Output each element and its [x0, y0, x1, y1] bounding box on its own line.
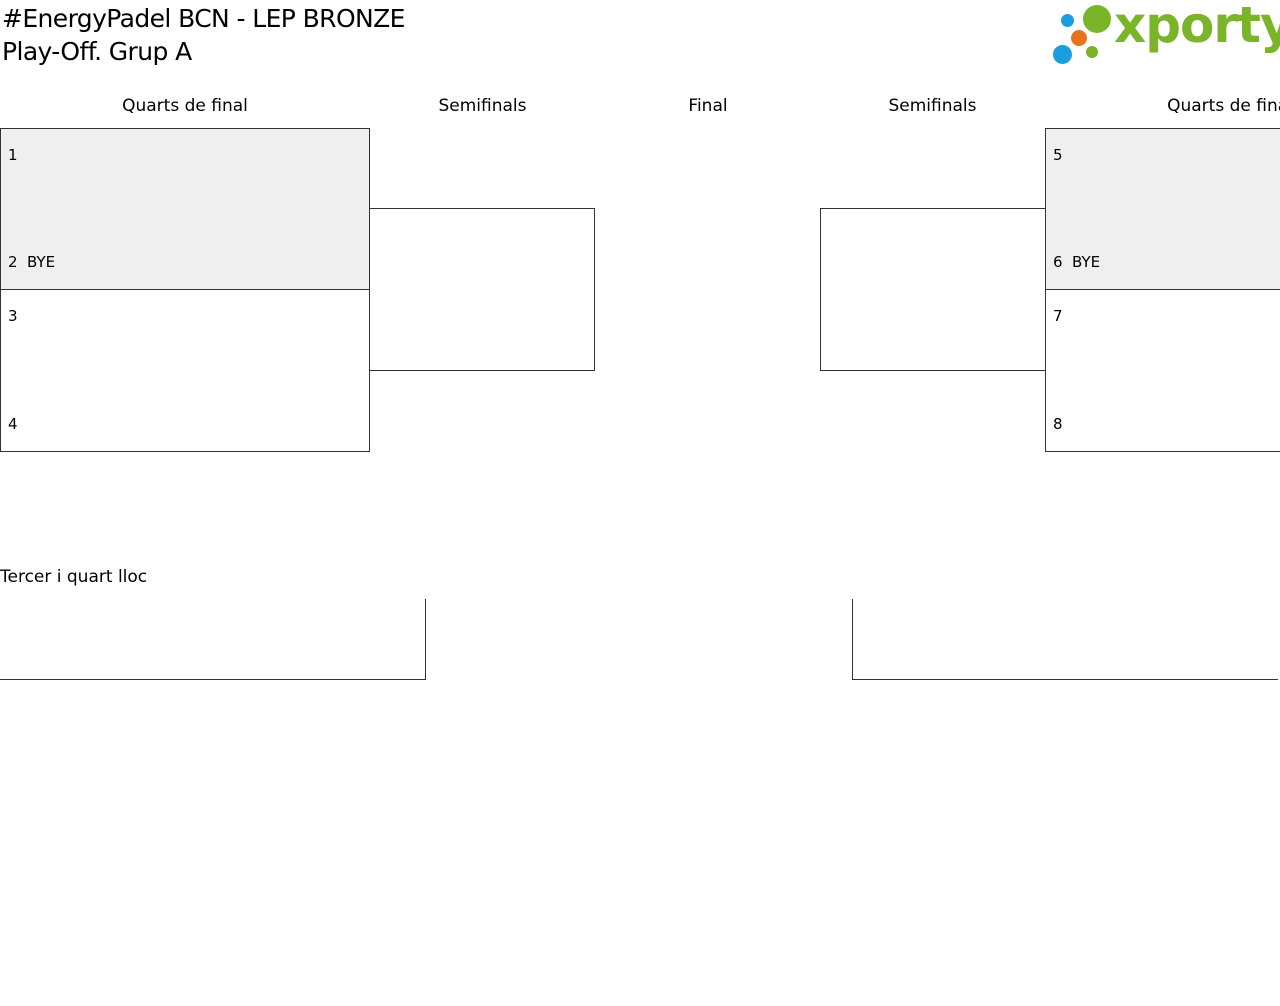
logo-dot-blue-small [1061, 14, 1074, 27]
team-slot-1: 1 [8, 146, 27, 164]
logo-dot-green-large [1083, 5, 1111, 33]
column-header-semis-left: Semifinals [438, 96, 527, 116]
column-header-quarters-left: Quarts de final [122, 96, 248, 116]
third-place-line-left-bottom [0, 679, 426, 680]
column-header-semis-right: Semifinals [888, 96, 977, 116]
seed-number: 7 [1053, 307, 1063, 325]
semifinal-match-right [820, 208, 1046, 371]
seed-number: 4 [8, 415, 18, 433]
group-title: Play-Off. Grup A [2, 37, 192, 66]
seed-number: 5 [1053, 146, 1063, 164]
team-slot-8: 8 [1053, 415, 1072, 433]
quarterfinal-match-1: 1 2 BYE [0, 128, 370, 290]
third-place-line-left-vertical [425, 599, 426, 680]
logo-dot-blue-large [1053, 45, 1072, 64]
logo-text: xporty [1114, 0, 1280, 54]
quarterfinal-match-4: 7 8 [1045, 289, 1280, 452]
column-header-final: Final [688, 96, 728, 116]
quarterfinal-match-3: 5 6 BYE [1045, 128, 1280, 290]
team-name: BYE [27, 253, 56, 271]
quarterfinal-match-2: 3 4 [0, 289, 370, 452]
xporty-logo: xporty [1050, 0, 1280, 66]
seed-number: 3 [8, 307, 18, 325]
semifinal-match-left [369, 208, 595, 371]
page-title: #EnergyPadel BCN - LEP BRONZE Play-Off. … [2, 2, 405, 68]
tournament-title: #EnergyPadel BCN - LEP BRONZE [2, 4, 405, 33]
team-slot-5: 5 [1053, 146, 1072, 164]
third-place-line-right-bottom [852, 679, 1278, 680]
seed-number: 8 [1053, 415, 1063, 433]
team-slot-6: 6 BYE [1053, 253, 1100, 271]
third-place-line-right-vertical [852, 599, 853, 680]
team-slot-4: 4 [8, 415, 27, 433]
seed-number: 1 [8, 146, 18, 164]
seed-number: 6 [1053, 253, 1063, 271]
team-slot-2: 2 BYE [8, 253, 55, 271]
logo-dot-green-small [1086, 46, 1098, 58]
team-slot-3: 3 [8, 307, 27, 325]
seed-number: 2 [8, 253, 18, 271]
column-header-quarters-right: Quarts de final [1167, 96, 1280, 116]
logo-dot-orange [1071, 30, 1087, 46]
team-name: BYE [1072, 253, 1101, 271]
third-place-title: Tercer i quart lloc [0, 567, 148, 587]
team-slot-7: 7 [1053, 307, 1072, 325]
